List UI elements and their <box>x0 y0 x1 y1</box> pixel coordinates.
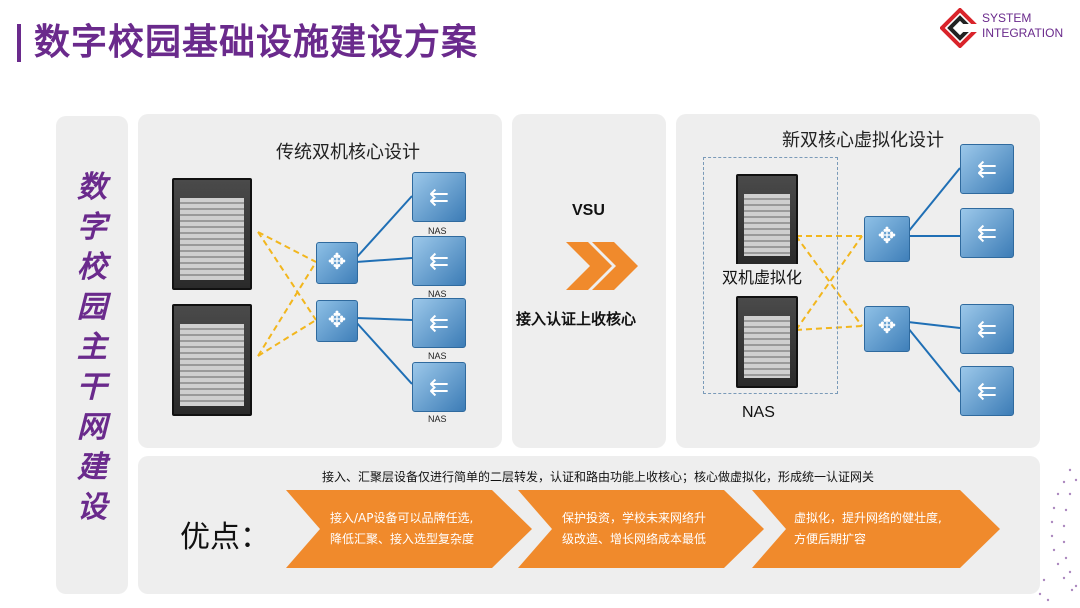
advantage-arrow-2 <box>518 490 764 568</box>
advantage-arrow-1 <box>286 490 532 568</box>
side-title-char: 字 <box>77 210 107 245</box>
auth-core-caption: 接入认证上收核心 <box>516 310 637 328</box>
access-switch: ⇇ <box>412 298 466 348</box>
side-title-char: 建 <box>77 450 107 485</box>
aggregation-switch-2: ✥ <box>316 300 358 342</box>
advantage-line: 方便后期扩容 <box>794 532 867 546</box>
virtual-core-switch-2 <box>736 296 798 388</box>
side-title-char: 网 <box>77 410 107 445</box>
switch-arrows-icon: ⇇ <box>428 247 450 275</box>
access-switch: ⇇ <box>960 366 1014 416</box>
switch-arrows-icon: ⇇ <box>976 315 998 343</box>
side-title-char: 数 <box>77 170 107 205</box>
advantage-line: 降低汇聚、接入选型复杂度 <box>330 532 475 546</box>
side-title-char: 校 <box>77 250 107 285</box>
virtualized-design-heading: 新双核心虚拟化设计 <box>782 130 944 151</box>
switch-arrows-icon: ⇇ <box>976 219 998 247</box>
advantage-line: 级改造、增长网络成本最低 <box>562 532 707 546</box>
side-title-char: 干 <box>77 370 107 405</box>
nas-label: NAS <box>428 414 447 424</box>
access-switch: ⇇ <box>412 236 466 286</box>
vsu-label: VSU <box>572 202 605 219</box>
system-integration-logo <box>940 8 980 48</box>
side-title-char: 设 <box>77 490 107 525</box>
aggregation-switch-2: ✥ <box>864 306 910 352</box>
switch-arrows-icon: ✥ <box>877 224 897 249</box>
switch-arrows-icon: ⇇ <box>428 309 450 337</box>
core-switch-2 <box>172 304 252 416</box>
logo-text: SYSTEM INTEGRATION <box>982 11 1063 41</box>
access-switch: ⇇ <box>960 144 1014 194</box>
advantages-label: 优点： <box>180 520 270 555</box>
switch-arrows-icon: ✥ <box>327 250 347 275</box>
switch-arrows-icon: ✥ <box>877 314 897 339</box>
side-title-char: 园 <box>77 290 107 325</box>
advantage-line: 虚拟化，提升网络的健壮度, <box>794 511 942 525</box>
side-title-char: 主 <box>77 330 107 365</box>
side-title: 数 字 校 园 主 干 网 建 设 <box>67 168 117 528</box>
switch-arrows-icon: ✥ <box>327 308 347 333</box>
logo-line-2: INTEGRATION <box>982 26 1064 40</box>
side-panel <box>56 116 128 594</box>
advantage-text-3: 虚拟化，提升网络的健壮度, 方便后期扩容 <box>794 508 942 550</box>
nas-label: NAS <box>742 404 775 421</box>
page-title: 数字校园基础设施建设方案 <box>34 22 479 63</box>
switch-arrows-icon: ⇇ <box>976 377 998 405</box>
access-switch: ⇇ <box>960 208 1014 258</box>
traditional-design-heading: 传统双机核心设计 <box>276 142 420 163</box>
dual-virtualization-label: 双机虚拟化 <box>722 264 803 288</box>
nas-label: NAS <box>428 226 447 236</box>
advantage-line: 接入/AP设备可以品牌任选, <box>330 511 474 525</box>
advantage-text-1: 接入/AP设备可以品牌任选, 降低汇聚、接入选型复杂度 <box>330 508 474 550</box>
logo-line-1: SYSTEM <box>982 11 1032 25</box>
aggregation-switch-1: ✥ <box>864 216 910 262</box>
advantage-arrow-3 <box>752 490 1000 568</box>
access-switch: ⇇ <box>960 304 1014 354</box>
decorative-dots <box>1038 468 1078 602</box>
summary-text: 接入、汇聚层设备仅进行简单的二层转发，认证和路由功能上收核心；核心做虚拟化，形成… <box>322 470 875 484</box>
switch-arrows-icon: ⇇ <box>428 373 450 401</box>
nas-label: NAS <box>428 351 447 361</box>
nas-label: NAS <box>428 289 447 299</box>
virtualization-boundary <box>703 157 838 394</box>
switch-arrows-icon: ⇇ <box>976 155 998 183</box>
core-switch-1 <box>172 178 252 290</box>
switch-arrows-icon: ⇇ <box>428 183 450 211</box>
advantage-text-2: 保护投资，学校未来网络升 级改造、增长网络成本最低 <box>562 508 706 550</box>
access-switch: ⇇ <box>412 172 466 222</box>
advantage-line: 保护投资，学校未来网络升 <box>562 511 707 525</box>
virtual-core-switch-1 <box>736 174 798 266</box>
title-accent-bar <box>17 24 21 62</box>
aggregation-switch-1: ✥ <box>316 242 358 284</box>
access-switch: ⇇ <box>412 362 466 412</box>
